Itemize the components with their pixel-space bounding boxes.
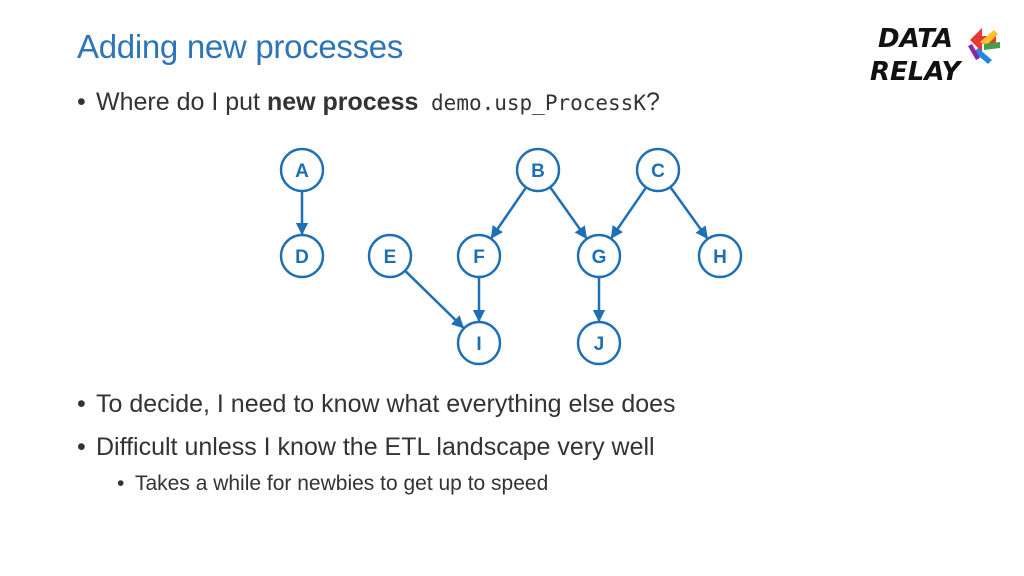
node-j: J <box>576 320 622 366</box>
edge-e-i <box>404 269 465 329</box>
bullet-dot: • <box>77 433 86 461</box>
node-label: J <box>594 334 605 355</box>
edge-b-g <box>549 186 588 240</box>
node-label: I <box>476 334 481 355</box>
node-label: E <box>384 247 397 268</box>
node-f: F <box>456 233 502 279</box>
node-label: F <box>473 247 485 268</box>
node-e: E <box>367 233 413 279</box>
sub-bullet-text: Takes a while for newbies to get up to s… <box>135 472 549 495</box>
bullet-dot: • <box>77 390 86 418</box>
data-relay-logo: DATA RELAY <box>870 24 1000 86</box>
edge-b-f <box>490 186 528 239</box>
bullet-text: Where do I put <box>96 88 267 116</box>
node-d: D <box>279 233 325 279</box>
node-label: C <box>651 161 665 182</box>
bullet-difficult: • Difficult unless I know the ETL landsca… <box>77 433 655 462</box>
bullet-dot: • <box>77 88 86 116</box>
edge-c-h <box>669 186 709 240</box>
node-label: D <box>295 247 309 268</box>
edge-c-g <box>610 186 648 239</box>
sub-bullet-newbies: • Takes a while for newbies to get up to … <box>117 472 548 496</box>
node-label: G <box>592 247 607 268</box>
node-h: H <box>697 233 743 279</box>
node-g: G <box>576 233 622 279</box>
node-a: A <box>279 147 325 193</box>
bullet-to-decide: • To decide, I need to know what everythi… <box>77 390 676 419</box>
bullet-where-process: • Where do I put new process demo.usp_Pro… <box>77 88 660 117</box>
node-label: H <box>713 247 727 268</box>
bullet-text: To decide, I need to know what everythin… <box>96 390 676 418</box>
bullet-suffix: ? <box>645 88 660 116</box>
node-c: C <box>635 147 681 193</box>
node-b: B <box>515 147 561 193</box>
slide-title: Adding new processes <box>77 28 404 65</box>
node-i: I <box>456 320 502 366</box>
svg-text:RELAY: RELAY <box>870 57 963 86</box>
bullet-code-text: demo.usp_ProcessK <box>418 91 646 115</box>
node-label: B <box>531 161 545 182</box>
node-label: A <box>295 161 309 182</box>
bullet-text: Difficult unless I know the ETL landscap… <box>96 433 655 461</box>
sub-bullet-dot: • <box>117 472 125 495</box>
svg-text:DATA: DATA <box>878 24 953 54</box>
relay-arrows-icon <box>968 28 1000 64</box>
bullet-bold-text: new process <box>266 88 419 116</box>
